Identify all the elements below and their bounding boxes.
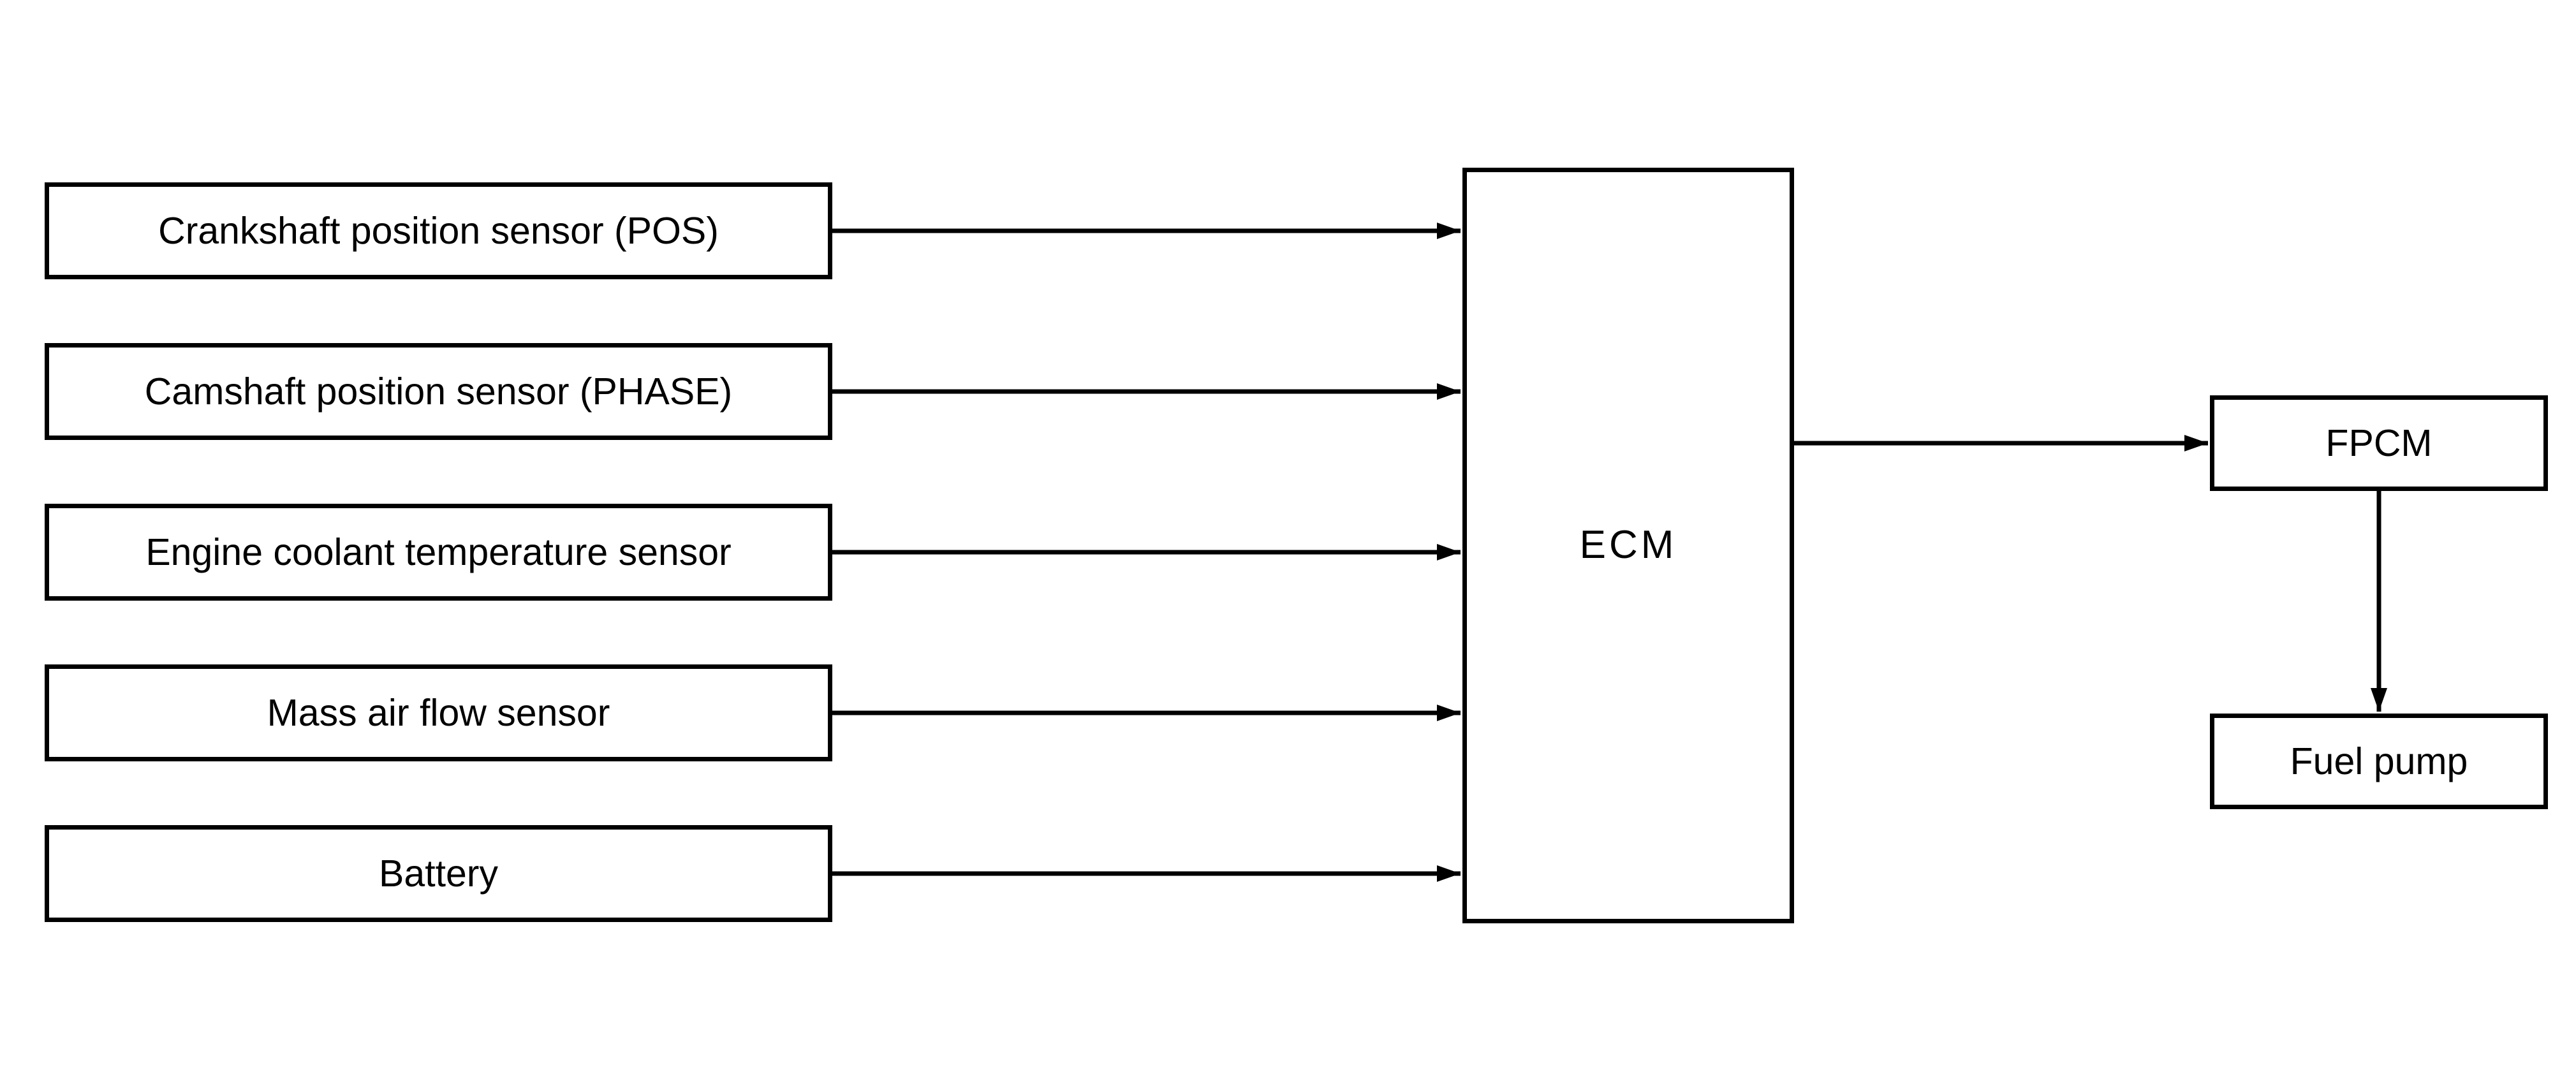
node-engine-coolant-temperature-sensor: Engine coolant temperature sensor xyxy=(45,504,832,601)
node-label: Battery xyxy=(379,852,498,895)
node-label: Crankshaft position sensor (POS) xyxy=(158,209,719,252)
node-mass-air-flow-sensor: Mass air flow sensor xyxy=(45,664,832,761)
node-camshaft-position-sensor: Camshaft position sensor (PHASE) xyxy=(45,343,832,440)
node-label: Fuel pump xyxy=(2290,740,2468,782)
node-label: Camshaft position sensor (PHASE) xyxy=(144,370,733,413)
node-battery: Battery xyxy=(45,825,832,922)
node-fuel-pump: Fuel pump xyxy=(2210,714,2548,809)
node-label: FPCM xyxy=(2325,421,2432,464)
node-label: Engine coolant temperature sensor xyxy=(145,531,732,573)
node-crankshaft-position-sensor: Crankshaft position sensor (POS) xyxy=(45,182,832,279)
node-fpcm: FPCM xyxy=(2210,395,2548,491)
node-label: Mass air flow sensor xyxy=(267,691,610,734)
node-label: ECM xyxy=(1579,523,1677,568)
node-ecm: ECM xyxy=(1462,168,1794,923)
